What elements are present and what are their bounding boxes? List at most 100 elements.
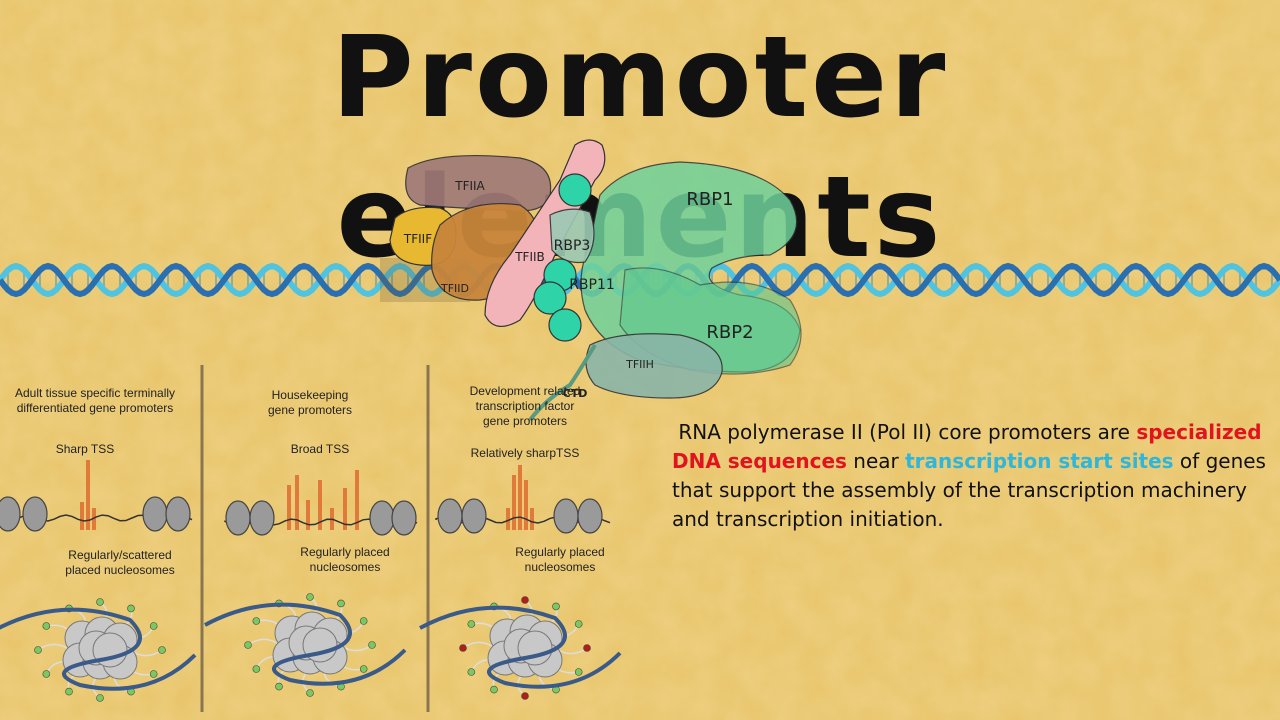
tss-bar [343,488,347,530]
histone-tail [37,643,71,651]
rbp3-shape [549,208,595,264]
nucleosome-icon [369,500,395,536]
dna-wrap [0,607,197,691]
desc-part1: RNA polymerase II (Pol II) core promoter… [678,420,1130,444]
desc-part2: near [846,449,906,473]
label-ctd: CTD [563,387,588,400]
modification-mark [34,646,42,654]
modification-mark [459,644,467,652]
modification-mark [306,593,314,601]
nucleosome-icon [142,496,168,532]
nucleosome-icon [577,498,603,534]
dna-wrap [419,605,622,689]
panel-2-nucleosomes: Regularly placed nucleosomes [300,545,390,574]
label-tfiid: TFIID [440,282,469,295]
nucleosome-icon [165,496,191,532]
panel-1-tss: Sharp TSS [55,442,115,456]
modification-mark [490,685,498,694]
label-rbp11: RBP11 [569,277,615,293]
modification-mark [252,617,261,625]
ctd-tail [528,343,597,422]
nucleosome-icon [249,500,275,536]
label-tfiih: TFIIH [625,358,654,371]
modification-mark [467,668,476,676]
label-rbp1: RBP1 [686,189,733,210]
tss-bars [80,460,534,530]
modification-mark [42,670,51,678]
panel-2-heading: Housekeeping gene promoters [267,388,353,417]
tfiia-shape [405,154,552,212]
tss-bar [86,460,90,530]
rbp11-beads [533,173,592,342]
modification-mark [583,644,591,652]
modification-mark [359,617,368,625]
nucleosome-icon [461,498,487,534]
panel-3-heading: Development related transcription factor… [469,384,581,428]
desc-highlight-red: specialized DNA sequences [672,420,1262,473]
histone-tail [462,641,496,649]
modification-mark [65,687,73,696]
modification-mark [158,646,166,654]
tss-bar [512,475,516,530]
histone-octamer-icon [204,593,407,697]
panel-1-nucleosomes: Regularly/scattered placed nucleosomes [65,548,175,577]
transcription-complex [389,139,802,422]
modification-mark [359,665,368,673]
panel-3-tss: Relatively sharpTSS [470,446,580,460]
modification-mark [521,692,529,700]
modification-mark [96,598,104,606]
tss-bar [518,465,522,530]
tss-bar [306,500,310,530]
tss-bar [80,502,84,530]
modification-mark [244,641,252,649]
panel-3-nucleosomes: Regularly placed nucleosomes [515,545,605,574]
nucleosome-icon [225,500,251,536]
histone-tail [247,638,281,646]
tss-bar [355,470,359,530]
modification-mark [275,682,283,691]
nucleosome-icon [22,496,48,532]
label-rbp3: RBP3 [554,238,591,254]
modification-mark [149,670,158,678]
dna-wrap [204,602,407,686]
label-rbp2: RBP2 [706,322,753,343]
modification-mark [521,596,529,604]
desc-highlight-cyan: transcription start sites [905,449,1174,473]
modification-mark [552,602,560,611]
tss-bar [287,485,291,530]
modification-mark [574,668,583,676]
modification-mark [574,620,583,628]
label-tfiif: TFIIF [403,232,432,246]
nucleosome-icon [553,498,579,534]
modification-mark [149,622,158,630]
nucleosome-icon [437,498,463,534]
nucleosome-icon [391,500,417,536]
description-text: RNA polymerase II (Pol II) core promoter… [672,418,1272,534]
tss-bar [318,480,322,530]
tss-bar [530,508,534,530]
tss-bar [92,508,96,530]
tss-bar [506,508,510,530]
nucleosome-icon [0,496,21,532]
modification-mark [96,694,104,702]
tss-bar [524,480,528,530]
histone-octamer-icon [0,598,197,702]
desc-part3: of genes that support the assembly of th… [672,449,1266,531]
label-tfiib: TFIIB [514,250,545,264]
histone-octamer-icon [419,596,622,700]
modification-mark [306,689,314,697]
panel-1-heading: Adult tissue specific terminally differe… [14,386,176,415]
modification-mark [42,622,51,630]
modification-mark [368,641,376,649]
nucleosome-rows [0,496,611,536]
panel-2-tss: Broad TSS [290,442,350,456]
modification-mark [337,599,345,608]
modification-mark [467,620,476,628]
histone-octamers [0,593,622,702]
tss-bar [295,475,299,530]
modification-mark [127,604,135,613]
tfiih-shape [585,333,723,399]
label-tfiia: TFIIA [454,179,485,193]
modification-mark [252,665,261,673]
